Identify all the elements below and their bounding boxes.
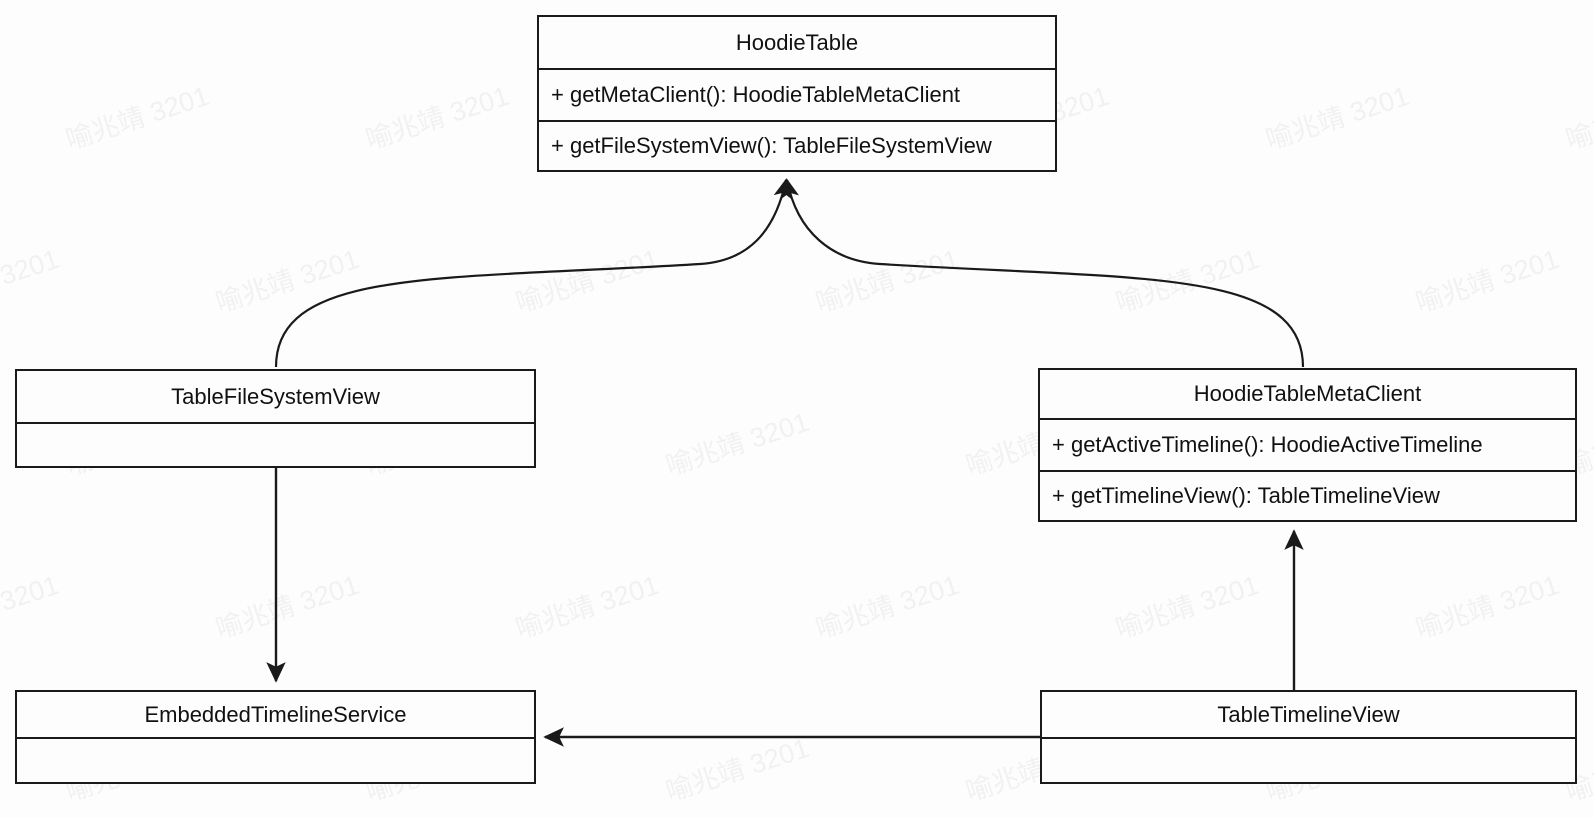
class-members-table-file-system-view	[17, 424, 534, 466]
watermark-text: 喻兆靖 3201	[1412, 243, 1563, 319]
watermark-text: 喻兆靖 3201	[1262, 80, 1413, 156]
class-box-table-file-system-view[interactable]: TableFileSystemView	[15, 369, 536, 468]
class-member: + getFileSystemView(): TableFileSystemVi…	[539, 120, 1055, 170]
watermark-text: 喻兆靖 3201	[662, 732, 813, 808]
watermark-text: 喻兆靖 3201	[812, 569, 963, 645]
watermark-text: 喻兆靖 3201	[662, 406, 813, 482]
class-member: + getMetaClient(): HoodieTableMetaClient	[551, 82, 961, 107]
watermark-text: 喻兆靖 3201	[1412, 569, 1563, 645]
edge-hoodietablemetaclient-to-hoodietable	[781, 178, 1305, 368]
watermark-text: 喻兆靖 3201	[1562, 81, 1594, 156]
class-name-table-timeline-view: TableTimelineView	[1042, 692, 1575, 739]
class-members-hoodie-table-meta-client: + getActiveTimeline(): HoodieActiveTimel…	[1040, 420, 1575, 520]
class-members-table-timeline-view	[1042, 739, 1575, 782]
class-box-table-timeline-view[interactable]: TableTimelineView	[1040, 690, 1577, 784]
class-name-embedded-timeline-service: EmbeddedTimelineService	[17, 692, 534, 739]
watermark-text: 喻兆靖 3201	[1112, 243, 1263, 319]
watermark-text: 喻兆靖 3201	[212, 569, 363, 645]
class-member: + getActiveTimeline(): HoodieActiveTimel…	[1052, 432, 1483, 457]
class-name-hoodie-table-meta-client: HoodieTableMetaClient	[1040, 370, 1575, 420]
watermark-text: 喻兆靖 3201	[0, 569, 63, 644]
class-box-hoodie-table[interactable]: HoodieTable + getMetaClient(): HoodieTab…	[537, 15, 1057, 172]
watermark-text: 喻兆靖 3201	[512, 243, 663, 319]
class-member: + getTimelineView(): TableTimelineView	[1040, 470, 1575, 520]
watermark-text: 喻兆靖 3201	[212, 243, 363, 319]
class-box-hoodie-table-meta-client[interactable]: HoodieTableMetaClient + getActiveTimelin…	[1038, 368, 1577, 522]
watermark-text: 喻兆靖 3201	[0, 243, 63, 318]
class-name-table-file-system-view: TableFileSystemView	[17, 371, 534, 424]
watermark-text: 喻兆靖 3201	[512, 569, 663, 645]
watermark-text: 喻兆靖 3201	[62, 80, 213, 156]
class-box-embedded-timeline-service[interactable]: EmbeddedTimelineService	[15, 690, 536, 784]
watermark-text: 喻兆靖 3201	[1112, 569, 1263, 645]
edge-tablefilesystemview-to-hoodietable	[274, 178, 792, 368]
watermark-text: 喻兆靖 3201	[362, 80, 513, 156]
class-members-embedded-timeline-service	[17, 739, 534, 782]
class-name-hoodie-table: HoodieTable	[539, 17, 1055, 70]
class-members-hoodie-table: + getMetaClient(): HoodieTableMetaClient…	[539, 70, 1055, 170]
watermark-text: 喻兆靖 3201	[812, 243, 963, 319]
